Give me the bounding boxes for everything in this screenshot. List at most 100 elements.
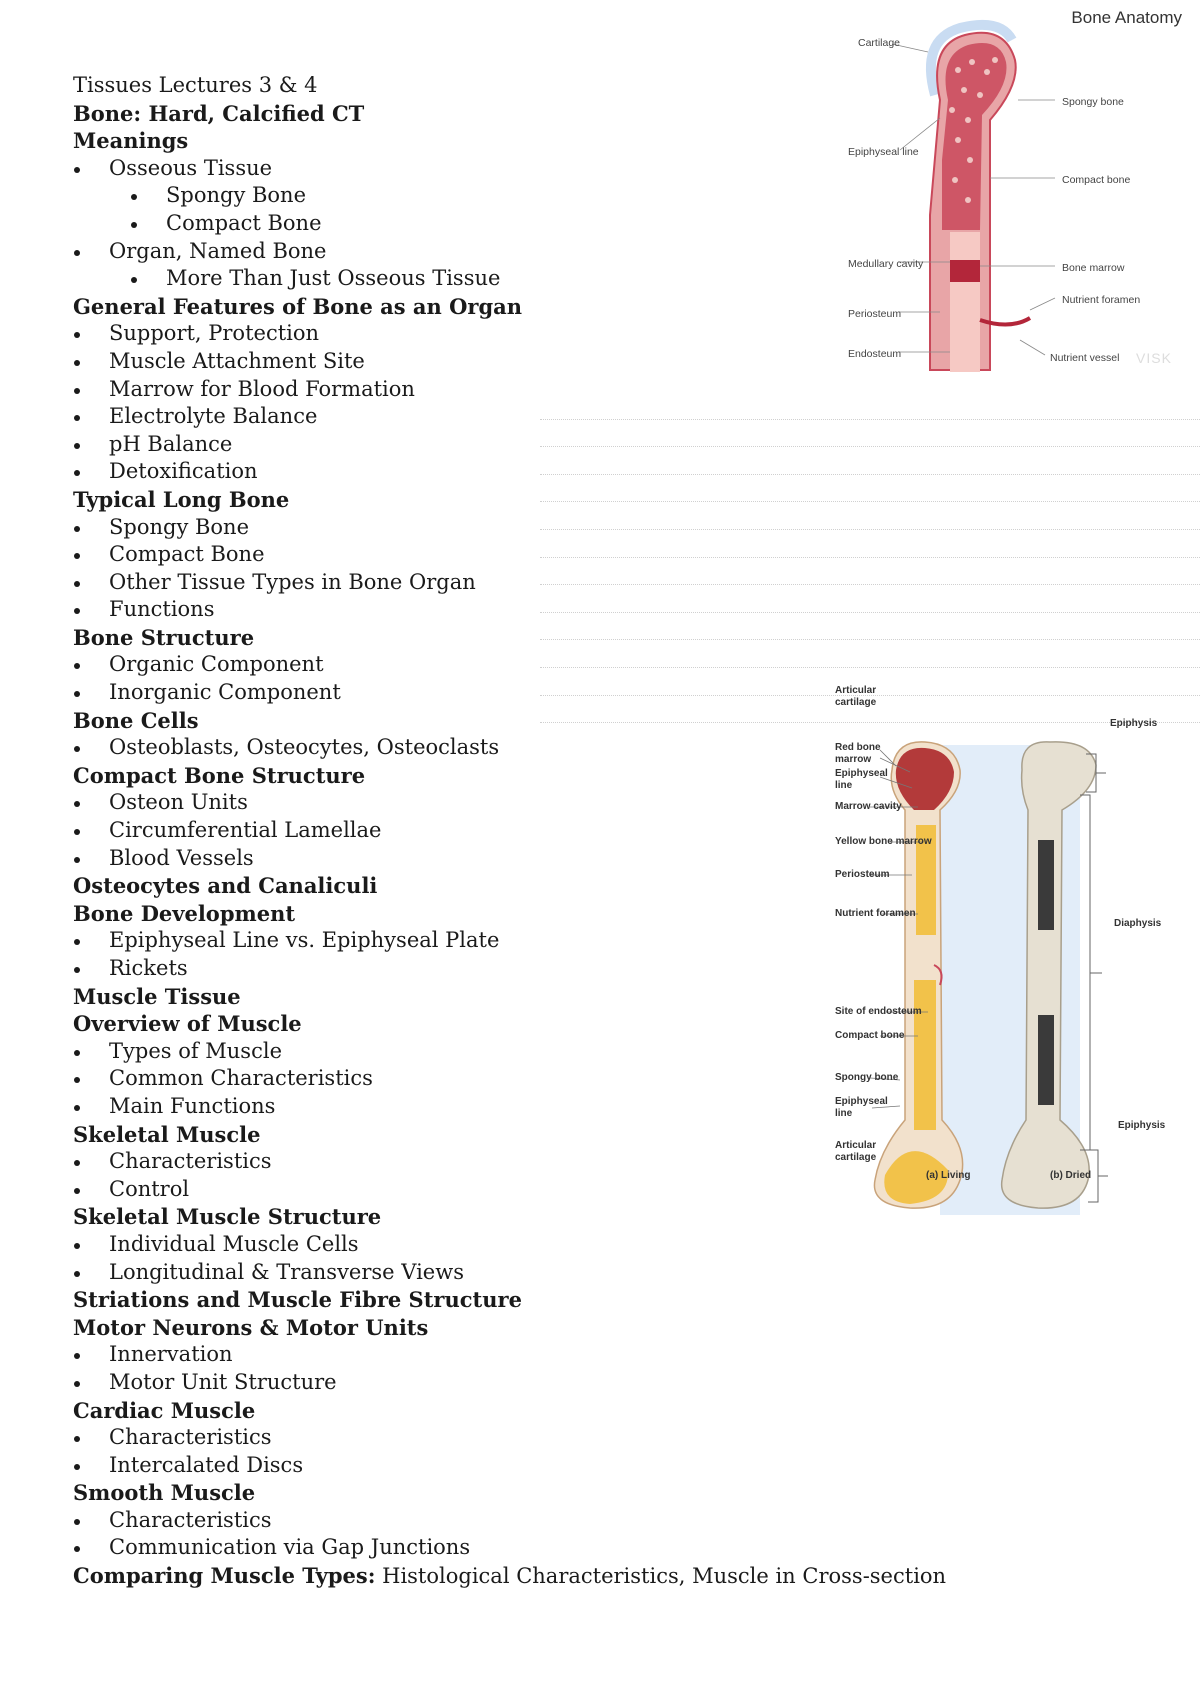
label-epiphyseal-line-top: Epiphyseal line: [835, 768, 888, 791]
bullet-item: Detoxification: [73, 458, 893, 486]
label-spongy-bone-living: Spongy bone: [835, 1072, 899, 1083]
note-rule: [540, 585, 1200, 613]
label-compact-bone: Compact bone: [1062, 174, 1131, 186]
bullet-item: Communication via Gap Junctions: [73, 1534, 893, 1562]
bullet-item: Characteristics: [73, 1148, 893, 1176]
sub-bullet-item: Compact Bone: [73, 210, 893, 238]
bullet-item: Longitudinal & Transverse Views: [73, 1259, 893, 1287]
note-rule: [540, 502, 1200, 530]
sub-bullet-item: Spongy Bone: [73, 182, 893, 210]
note-rule: [540, 696, 1200, 724]
bone-anatomy-illustration: [891, 20, 1056, 372]
section-heading: General Features of Bone as an Organ: [73, 293, 523, 319]
note-rule: [540, 447, 1200, 475]
label-marrow-cavity: Marrow cavity: [835, 801, 902, 812]
bullet-item: Organic Component: [73, 651, 893, 679]
section-heading: Striations and Muscle Fibre Structure: [73, 1287, 522, 1313]
bullet-item: Circumferential Lamellae: [73, 817, 893, 845]
bullet-item: Innervation: [73, 1341, 893, 1369]
note-rule: [540, 530, 1200, 558]
figure-title: Bone Anatomy: [1071, 8, 1182, 27]
label-epiphysis-top: Epiphysis: [1110, 718, 1158, 729]
sub-bullet-item: More Than Just Osseous Tissue: [73, 265, 893, 293]
label-compact-bone-living: Compact bone: [835, 1030, 905, 1041]
caption-living: (a) Living: [926, 1170, 971, 1181]
bullet-item: Functions: [73, 596, 893, 624]
caption-dried: (b) Dried: [1050, 1170, 1092, 1181]
label-epiphyseal-line-bottom: Epiphyseal line: [835, 1096, 888, 1119]
bullet-item: Support, Protection: [73, 320, 893, 348]
bullet-item: Muscle Attachment Site: [73, 348, 893, 376]
label-site-of-endosteum: Site of endosteum: [835, 1006, 922, 1017]
bullet-item: pH Balance: [73, 431, 893, 459]
label-articular-cartilage-top: Articular cartilage: [835, 685, 877, 708]
note-rule: [540, 475, 1200, 503]
section-heading: Bone Development: [73, 900, 296, 926]
note-lines: [540, 392, 1200, 724]
bone-anatomy-figure: Bone Anatomy Cartilage Spongy bone Epiph…: [840, 0, 1200, 380]
section-heading: Bone Structure: [73, 624, 255, 650]
section-heading: Muscle Tissue: [73, 983, 241, 1009]
bullet-item: Characteristics: [73, 1507, 893, 1535]
lecture-outline: Tissues Lectures 3 & 4 Bone: Hard, Calci…: [73, 72, 946, 1591]
section-heading: Typical Long Bone: [73, 486, 290, 512]
label-periosteum: Periosteum: [848, 308, 902, 320]
section-heading: Cardiac Muscle: [73, 1397, 256, 1423]
note-rule: [540, 558, 1200, 586]
final-section-line: Comparing Muscle Types: Histological Cha…: [73, 1562, 946, 1591]
label-nutrient-foramen: Nutrient foramen: [1062, 294, 1141, 306]
label-nutrient-foramen-living: Nutrient foramen: [835, 908, 916, 919]
label-diaphysis: Diaphysis: [1114, 918, 1162, 929]
section-heading: Overview of Muscle: [73, 1011, 302, 1037]
section-heading: Motor Neurons & Motor Units: [73, 1314, 429, 1340]
bullet-item: Blood Vessels: [73, 845, 893, 873]
label-yellow-bone-marrow: Yellow bone marrow: [835, 836, 932, 847]
bullet-item: Common Characteristics: [73, 1065, 893, 1093]
section-heading: Bone Cells: [73, 707, 199, 733]
final-section-heading: Comparing Muscle Types:: [73, 1563, 376, 1589]
bullet-item: Marrow for Blood Formation: [73, 376, 893, 404]
label-articular-cartilage-bottom: Articular cartilage: [835, 1140, 877, 1163]
bullet-item: Osteoblasts, Osteocytes, Osteoclasts: [73, 734, 893, 762]
section-heading: Skeletal Muscle Structure: [73, 1204, 382, 1230]
bullet-item: Types of Muscle: [73, 1038, 893, 1066]
bullet-item: Control: [73, 1176, 893, 1204]
note-rule: [540, 613, 1200, 641]
label-nutrient-vessel: Nutrient vessel: [1050, 352, 1120, 364]
bullet-item: Main Functions: [73, 1093, 893, 1121]
section-heading: Osteocytes and Canaliculi: [73, 873, 378, 899]
label-endosteum: Endosteum: [848, 348, 902, 360]
bullet-item: Organ, Named Bone: [73, 238, 893, 266]
note-rule: [540, 392, 1200, 420]
label-spongy-bone: Spongy bone: [1062, 96, 1124, 108]
bullet-item: Intercalated Discs: [73, 1452, 893, 1480]
bullet-item: Motor Unit Structure: [73, 1369, 893, 1397]
long-bone-figure: Articular cartilage Red bone marrow Epip…: [830, 685, 1200, 1285]
bullet-item: Epiphyseal Line vs. Epiphyseal Plate: [73, 927, 893, 955]
label-red-bone-marrow: Red bone marrow: [835, 742, 881, 765]
watermark: VISK: [1136, 350, 1172, 366]
label-cartilage: Cartilage: [858, 37, 901, 49]
bullet-item: Compact Bone: [73, 541, 893, 569]
section-heading: Smooth Muscle: [73, 1480, 256, 1506]
long-bone-illustration: [869, 741, 1108, 1215]
bullet-item: Rickets: [73, 955, 893, 983]
label-epiphysis-bottom: Epiphysis: [1118, 1120, 1166, 1131]
section-heading: Compact Bone Structure: [73, 762, 366, 788]
bullet-item: Other Tissue Types in Bone Organ: [73, 569, 893, 597]
note-rule: [540, 420, 1200, 448]
final-section-detail: Histological Characteristics, Muscle in …: [375, 1564, 947, 1589]
label-medullary-cavity: Medullary cavity: [848, 258, 924, 270]
label-periosteum-living: Periosteum: [835, 869, 890, 880]
bullet-item: Osseous Tissue: [73, 155, 893, 183]
section-heading: Skeletal Muscle: [73, 1121, 261, 1147]
course-title: Tissues Lectures 3 & 4: [73, 73, 318, 97]
bullet-item: Inorganic Component: [73, 679, 893, 707]
label-epiphyseal-line: Epiphyseal line: [848, 146, 919, 158]
section-heading: Bone: Hard, Calcified CT: [73, 100, 365, 126]
note-rule: [540, 640, 1200, 668]
bullet-item: Individual Muscle Cells: [73, 1231, 893, 1259]
bullet-item: Characteristics: [73, 1424, 893, 1452]
bullet-item: Electrolyte Balance: [73, 403, 893, 431]
note-rule: [540, 668, 1200, 696]
